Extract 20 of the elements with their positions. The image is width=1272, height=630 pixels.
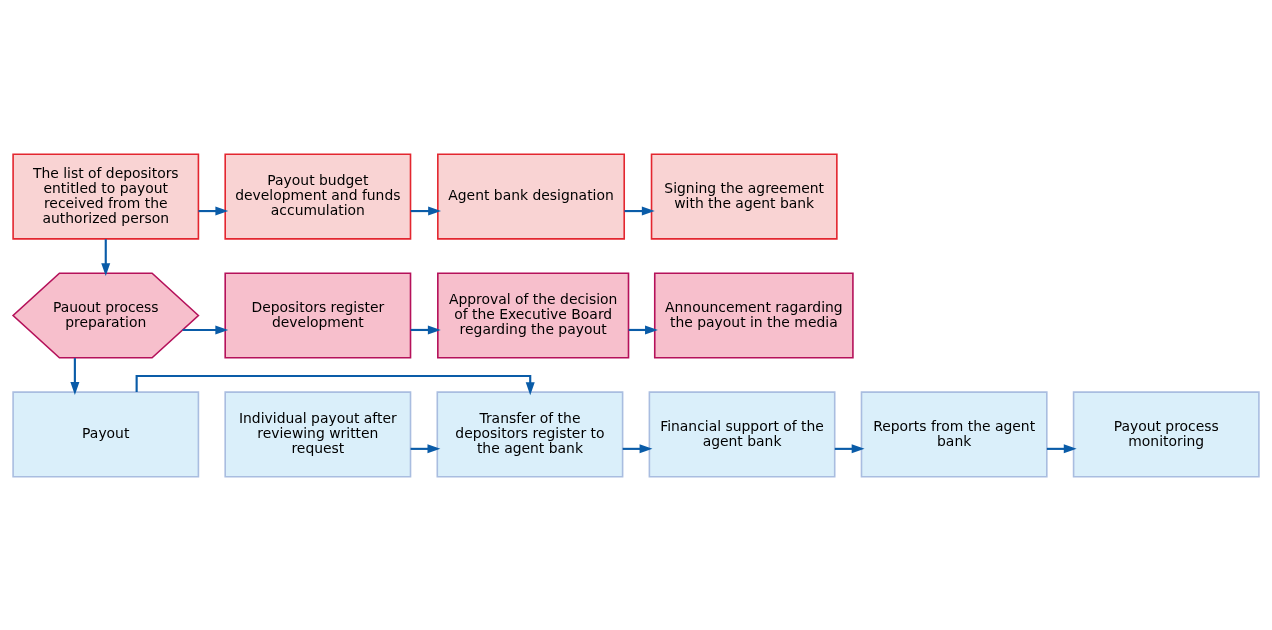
node-box: Reports from the agent bank	[860, 390, 1048, 478]
node-box: Payout budget development and funds accumulation	[224, 152, 412, 240]
node-box: Announcement ragarding the payout in the media	[653, 271, 854, 359]
node-box: The list of depositors entitled to payout received from the authorized person	[12, 152, 200, 240]
arrow	[410, 324, 441, 334]
node-box: Payout process monitoring	[1072, 390, 1260, 478]
arrow	[101, 238, 111, 276]
node-box: Transfer of the depositors register to the agent bank	[436, 390, 624, 478]
arrow	[410, 206, 442, 216]
arrow	[70, 357, 80, 395]
node-box: Depositors register development	[224, 271, 412, 359]
arrow	[135, 374, 535, 395]
node-box: Agent bank designation	[437, 152, 626, 240]
node-box: Signing the agreement with the agent bank	[650, 152, 838, 240]
node-box: Financial support of the agent bank	[648, 390, 836, 478]
arrow	[624, 206, 655, 216]
arrow	[182, 324, 229, 334]
node-box: Payout	[12, 390, 200, 478]
node-box: Approval of the decision of the Executive Board regarding the payout	[437, 271, 630, 359]
node-box: Individual payout after reviewing written request	[224, 390, 412, 478]
